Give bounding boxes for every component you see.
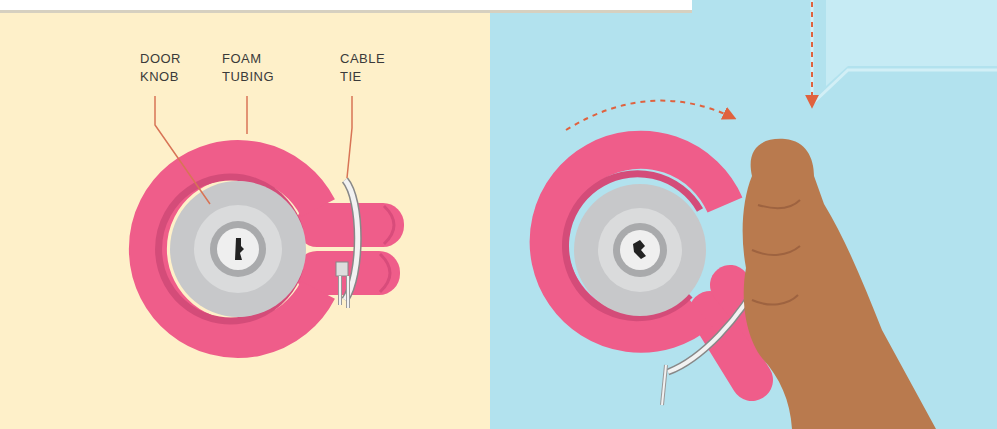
lock-ring	[210, 221, 266, 277]
label-box: CABLE TIE	[340, 50, 392, 86]
cable-tie-tail	[340, 276, 348, 308]
knob	[574, 184, 706, 316]
hand	[743, 139, 936, 429]
cable-tie-tail	[662, 365, 666, 405]
left-knob-assembly	[148, 159, 404, 339]
door-frame	[826, 0, 997, 86]
header-box	[0, 0, 692, 10]
cable-tie-tail	[662, 365, 666, 405]
lock-face	[217, 228, 259, 270]
part-label: CABLE TIE	[340, 50, 392, 86]
knob-face	[194, 205, 282, 293]
leader-line	[155, 96, 210, 204]
left-panel	[0, 0, 490, 429]
knob-face	[598, 208, 682, 292]
push-arrow	[811, 2, 813, 106]
knob	[170, 181, 306, 317]
finger-lines	[752, 200, 800, 305]
part-label: DOOR KNOB	[140, 50, 190, 86]
foam-tubing	[148, 159, 318, 339]
leader-line	[347, 96, 352, 178]
lock-face	[620, 230, 660, 270]
squeeze-arrow	[566, 101, 734, 130]
foam-shade	[384, 206, 394, 244]
right-knob-assembly	[549, 150, 770, 405]
leader-line	[246, 96, 248, 134]
door-edge	[812, 0, 997, 104]
right-panel	[490, 0, 997, 429]
keyhole	[633, 240, 646, 259]
header-shadow	[0, 10, 692, 13]
label-box: DOOR KNOB	[140, 50, 190, 86]
label-box: FOAM TUBING	[222, 50, 282, 86]
foam-tubing	[549, 150, 725, 334]
keyhole	[235, 238, 244, 260]
cable-tie-head	[336, 262, 348, 276]
part-label: FOAM TUBING	[222, 50, 282, 86]
lock-ring	[613, 223, 667, 277]
cable-tie-tail	[340, 276, 348, 308]
foam-shade	[380, 254, 390, 292]
